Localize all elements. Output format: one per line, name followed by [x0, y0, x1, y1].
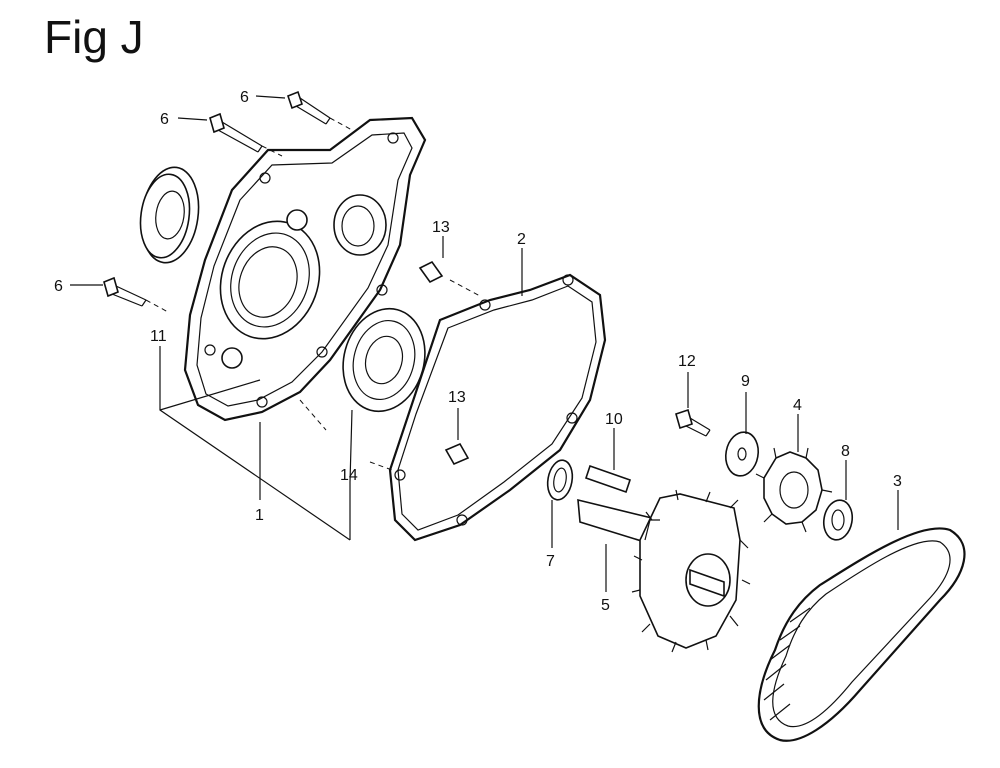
dowel-pin-lower	[444, 442, 470, 466]
callout-13-upper: 13	[432, 219, 450, 236]
callout-12: 12	[678, 353, 696, 370]
callout-4: 4	[793, 397, 802, 414]
woodruff-key	[584, 464, 632, 494]
callout-3: 3	[893, 473, 902, 490]
callout-8: 8	[841, 443, 850, 460]
drive-chain	[757, 527, 966, 742]
bolt-left	[103, 276, 147, 307]
callout-6-upper-left: 6	[160, 111, 169, 128]
sprocket-bolt	[675, 408, 711, 437]
bolt-top	[287, 90, 331, 125]
callout-7: 7	[546, 553, 555, 570]
figure-title: Fig J	[44, 11, 144, 63]
bearing	[342, 307, 426, 413]
cover-housing	[183, 116, 427, 422]
gasket	[388, 273, 607, 542]
dowel-pin-upper	[418, 260, 444, 284]
callout-9: 9	[741, 373, 750, 390]
callout-5: 5	[601, 597, 610, 614]
plain-washer	[724, 431, 760, 477]
bolt-upper-left	[209, 112, 263, 153]
callout-11: 11	[150, 328, 167, 345]
thrust-washer	[546, 459, 574, 501]
spacer-washer	[822, 499, 854, 541]
drive-sprocket	[755, 447, 833, 533]
callout-13-lower: 13	[448, 389, 466, 406]
callout-2: 2	[517, 231, 526, 248]
callout-6-top: 6	[240, 89, 249, 106]
callout-14: 14	[340, 467, 358, 484]
callout-10: 10	[605, 411, 623, 428]
driven-sprocket-shaft	[577, 489, 751, 653]
leader-lines	[70, 95, 899, 592]
callout-1: 1	[255, 507, 264, 524]
callout-6-left: 6	[54, 278, 63, 295]
oil-seal	[139, 166, 200, 264]
